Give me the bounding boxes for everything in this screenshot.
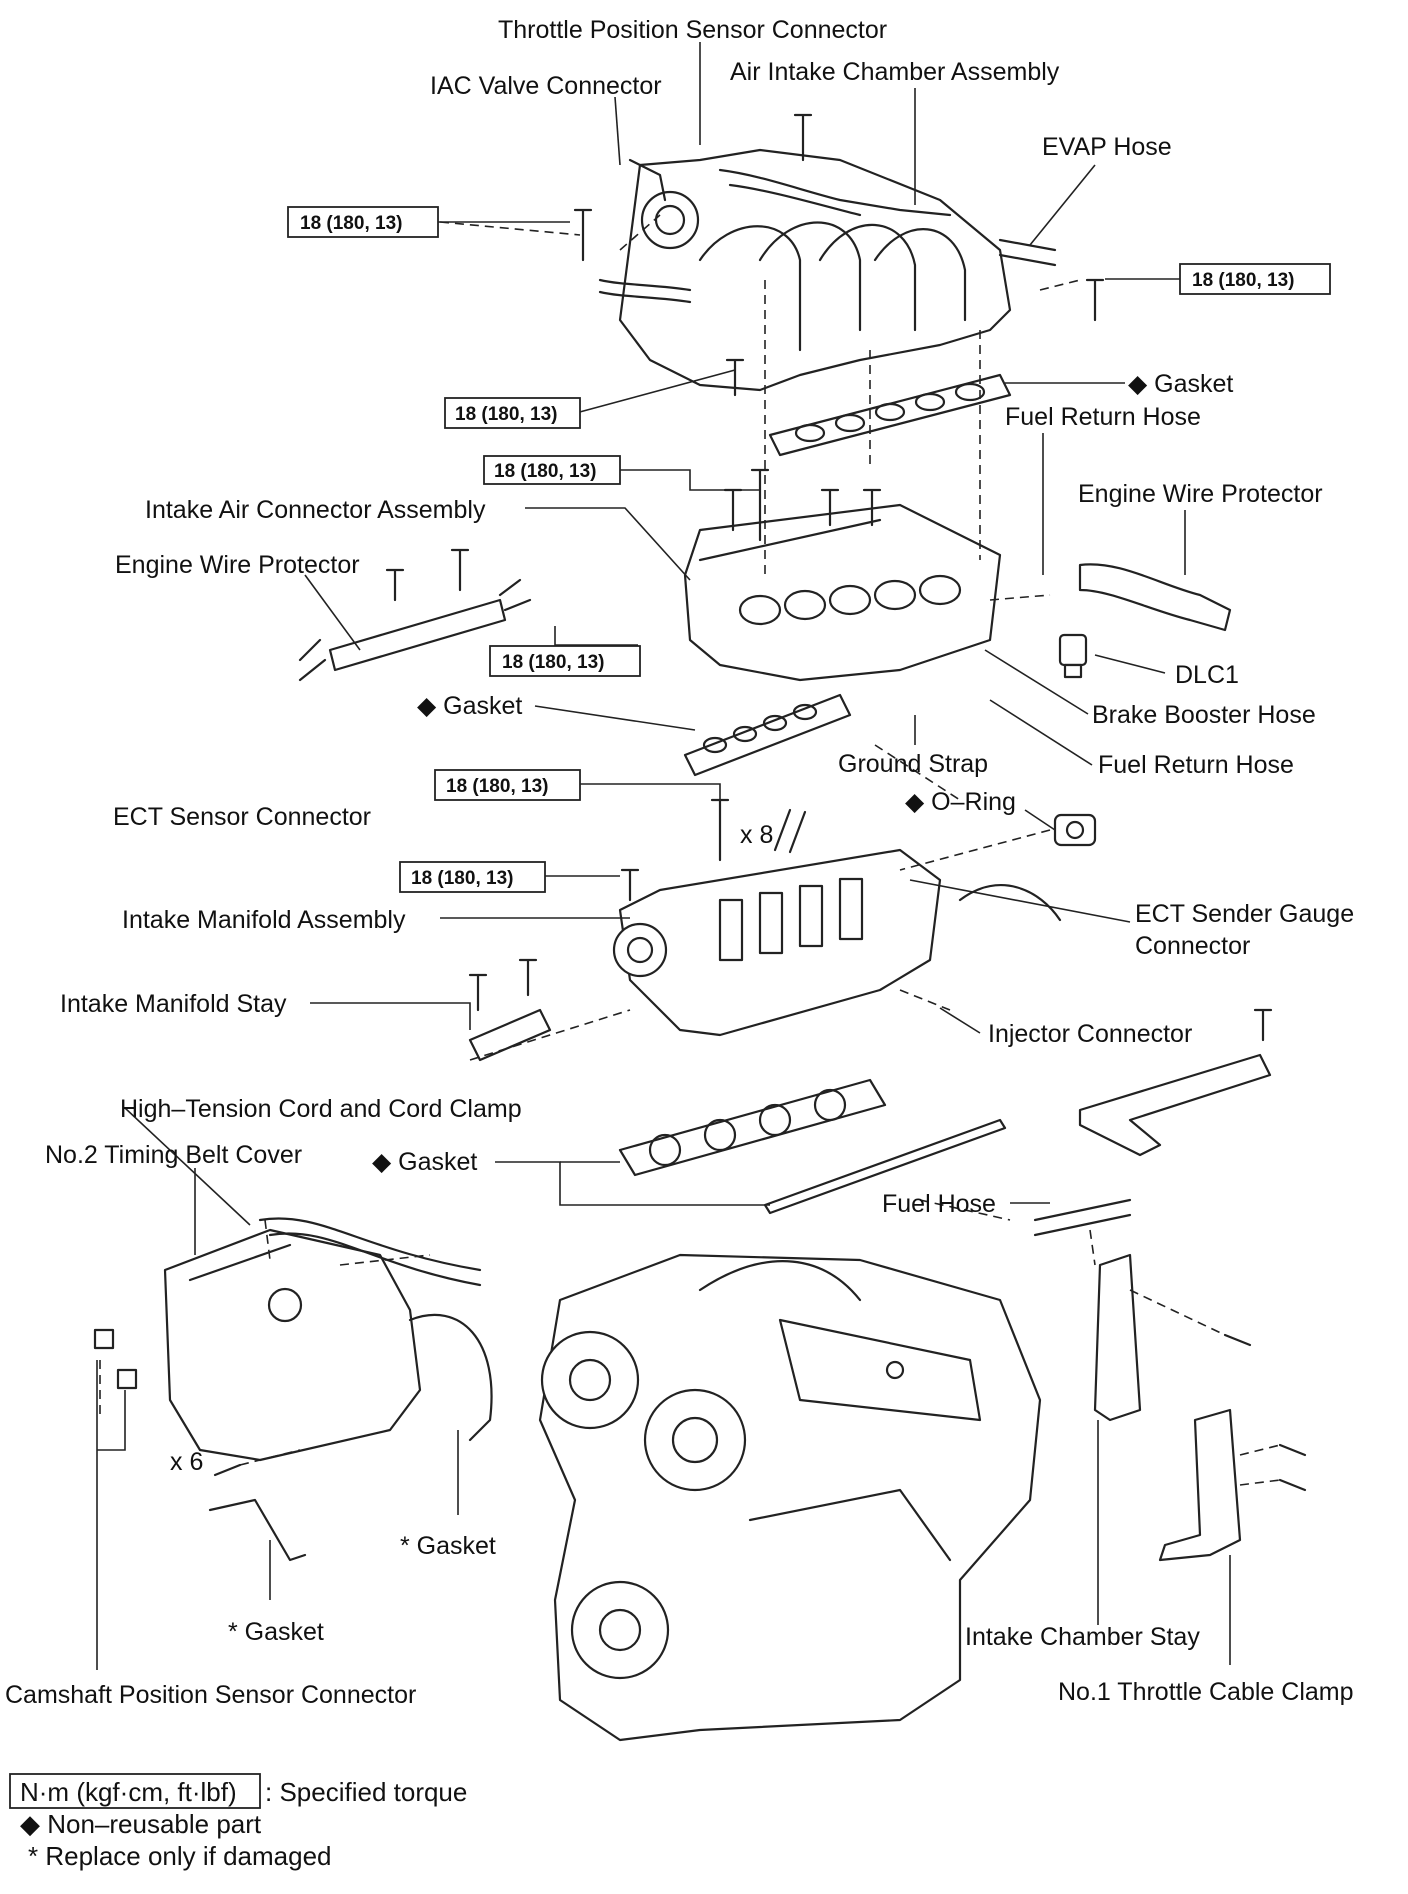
intake-manifold-drawing [612, 808, 1062, 1037]
label-fuel-return-hose-upper: Fuel Return Hose [1005, 403, 1201, 431]
label-gasket-middle: ◆ Gasket [417, 692, 522, 720]
engine-block-drawing [538, 1253, 1042, 1742]
high-tension-cord-drawing [258, 1217, 482, 1287]
label-throttle-position-sensor-connector: Throttle Position Sensor Connector [498, 16, 887, 44]
legend-replace-if-damaged: * Replace only if damaged [28, 1841, 332, 1871]
throttle-bracket-drawing [1078, 1053, 1272, 1157]
label-intake-manifold-stay: Intake Manifold Stay [60, 990, 287, 1018]
torque-box-1: 18 (180, 13) [300, 213, 402, 234]
part-labels: Throttle Position Sensor Connector IAC V… [5, 16, 1354, 1709]
no2-timing-belt-cover-drawing [163, 1228, 493, 1462]
engine-wire-protector-right-drawing [1078, 563, 1232, 632]
label-air-intake-chamber-assembly: Air Intake Chamber Assembly [730, 58, 1060, 86]
engine-wire-protector-left-drawing [298, 578, 532, 682]
label-iac-valve-connector: IAC Valve Connector [430, 72, 662, 100]
label-x8: x 8 [740, 821, 773, 849]
torque-box-7-frame [399, 861, 546, 893]
torque-box-7: 18 (180, 13) [411, 868, 513, 889]
label-brake-booster-hose: Brake Booster Hose [1092, 701, 1316, 729]
torque-box-2-frame [1179, 263, 1331, 295]
legend-non-reusable: ◆ Non–reusable part [20, 1809, 262, 1839]
camshaft-sensor-connector-drawing [93, 1328, 138, 1390]
label-ect-sender-gauge-1: ECT Sender Gauge [1135, 900, 1354, 928]
label-ect-sensor-connector: ECT Sensor Connector [113, 803, 371, 831]
small-gasket-drawing [208, 1498, 307, 1562]
dlc1-drawing [1058, 633, 1088, 679]
torque-box-4: 18 (180, 13) [494, 461, 596, 482]
fuel-pressure-regulator-drawing [1053, 813, 1097, 847]
label-gasket-upper: ◆ Gasket [1128, 370, 1233, 398]
alignment-lines [99, 214, 1281, 1486]
label-intake-air-connector-assembly: Intake Air Connector Assembly [145, 496, 486, 524]
label-intake-manifold-assembly: Intake Manifold Assembly [122, 906, 406, 934]
label-x6: x 6 [170, 1448, 203, 1476]
fuel-hose-drawing [1033, 1198, 1132, 1237]
throttle-cable-clamp-drawing [1158, 1408, 1242, 1562]
label-no1-throttle-cable-clamp: No.1 Throttle Cable Clamp [1058, 1678, 1354, 1706]
label-gasket-lower: ◆ Gasket [372, 1148, 477, 1176]
torque-box-6: 18 (180, 13) [446, 776, 548, 797]
intake-manifold-stay-drawing [468, 1008, 552, 1062]
label-dlc1: DLC1 [1175, 661, 1239, 689]
torque-box-5: 18 (180, 13) [502, 652, 604, 673]
legend: N·m (kgf·cm, ft·lbf) : Specified torque … [9, 1773, 467, 1871]
torque-box-3: 18 (180, 13) [455, 404, 557, 425]
lower-gasket-drawing [618, 1078, 1007, 1215]
label-camshaft-position-sensor-connector: Camshaft Position Sensor Connector [5, 1681, 416, 1709]
evap-hose-drawing [998, 238, 1057, 267]
label-high-tension-cord: High–Tension Cord and Cord Clamp [120, 1095, 522, 1123]
torque-box-5-frame [489, 645, 641, 677]
label-engine-wire-protector-right: Engine Wire Protector [1078, 480, 1323, 508]
torque-spec-boxes: 18 (180, 13) 18 (180, 13) 18 (180, 13) 1… [287, 206, 1331, 893]
legend-torque-desc: : Specified torque [265, 1777, 467, 1807]
legend-torque-frame [9, 1773, 261, 1809]
leader-lines [96, 42, 1231, 1670]
label-ect-sender-gauge-2: Connector [1135, 932, 1250, 960]
label-gasket-star-left: * Gasket [228, 1618, 324, 1646]
label-fuel-return-hose-lower: Fuel Return Hose [1098, 751, 1294, 779]
label-engine-wire-protector-left: Engine Wire Protector [115, 551, 360, 579]
legend-torque-unit: N·m (kgf·cm, ft·lbf) [20, 1777, 237, 1807]
label-gasket-star-right: * Gasket [400, 1532, 496, 1560]
intake-chamber-stay-drawing [1093, 1253, 1142, 1422]
torque-box-6-frame [434, 769, 581, 801]
air-intake-chamber-drawing [598, 148, 1012, 392]
upper-gasket-drawing [768, 373, 1012, 457]
label-no2-timing-belt-cover: No.2 Timing Belt Cover [45, 1141, 302, 1169]
intake-air-connector-drawing [683, 503, 1002, 682]
label-intake-chamber-stay: Intake Chamber Stay [965, 1623, 1200, 1651]
label-injector-connector: Injector Connector [988, 1020, 1192, 1048]
label-fuel-hose: Fuel Hose [882, 1190, 996, 1218]
label-o-ring: ◆ O–Ring [905, 788, 1016, 816]
torque-box-1-frame [287, 206, 439, 238]
label-ground-strap: Ground Strap [838, 750, 988, 778]
middle-gasket-drawing [683, 693, 852, 777]
label-evap-hose: EVAP Hose [1042, 133, 1172, 161]
torque-box-3-frame [444, 397, 581, 429]
torque-box-2: 18 (180, 13) [1192, 270, 1294, 291]
torque-box-4-frame [483, 455, 621, 485]
